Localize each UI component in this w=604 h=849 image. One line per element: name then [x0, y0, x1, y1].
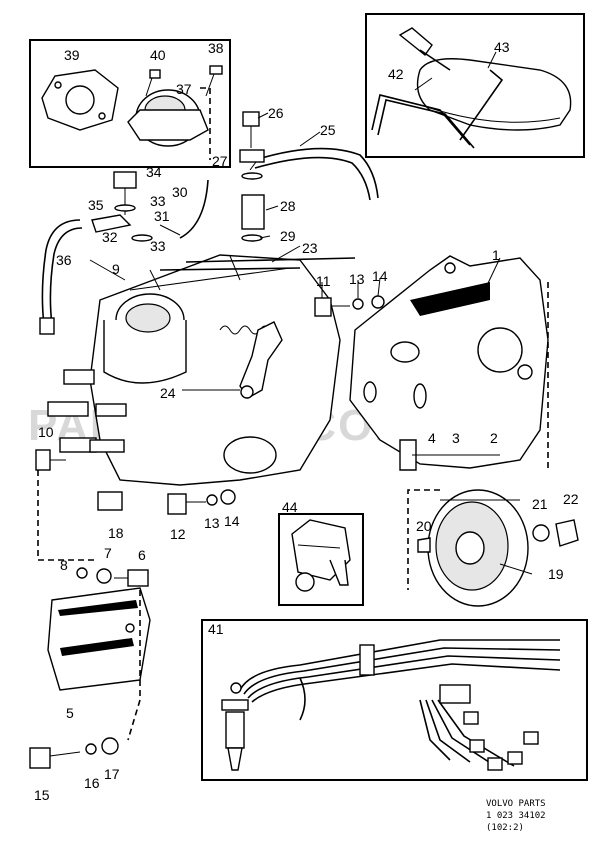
injection-pump	[47, 254, 341, 486]
callout-33-top: 33	[150, 193, 166, 209]
callout-33-bottom: 33	[150, 238, 166, 254]
callout-8: 8	[60, 557, 68, 573]
callout-32: 32	[102, 229, 118, 245]
callout-7: 7	[104, 545, 112, 561]
timing-pulley	[407, 454, 579, 607]
ref-line-2: 1 023 34102	[486, 811, 546, 821]
callout-41: 41	[208, 621, 224, 637]
callout-1: 1	[492, 247, 500, 263]
callout-15: 15	[34, 787, 50, 803]
callout-labels: 1 2 3 4 5 6 7 8 9 10 11 12 13 13 14 14 1…	[34, 39, 579, 803]
callout-23: 23	[302, 240, 318, 256]
callout-43: 43	[494, 39, 510, 55]
callout-27: 27	[212, 153, 228, 169]
callout-29: 29	[280, 228, 296, 244]
callout-18: 18	[108, 525, 124, 541]
inset-box-44	[278, 513, 364, 606]
callout-42: 42	[388, 66, 404, 82]
callout-4: 4	[428, 430, 436, 446]
callout-11: 11	[316, 273, 331, 289]
callout-38: 38	[208, 40, 224, 56]
callout-28: 28	[280, 198, 296, 214]
callout-34: 34	[146, 164, 162, 180]
mounting-bracket	[349, 255, 549, 471]
callout-13-bottom: 13	[204, 515, 220, 531]
reference-block: VOLVO PARTS 1 023 34102 (102:2)	[486, 799, 546, 833]
callout-24: 24	[160, 385, 176, 401]
ref-line-3: (102:2)	[486, 823, 524, 833]
callout-17: 17	[104, 766, 120, 782]
callout-31: 31	[154, 208, 170, 224]
inset-box-41	[201, 619, 588, 781]
callout-44: 44	[282, 499, 298, 515]
callout-16: 16	[84, 775, 100, 791]
callout-14-bottom: 14	[224, 513, 240, 529]
callout-20: 20	[416, 518, 432, 534]
callout-6: 6	[138, 547, 146, 563]
callout-5: 5	[66, 705, 74, 721]
callout-12: 12	[170, 526, 186, 542]
ref-line-1: VOLVO PARTS	[486, 799, 546, 809]
callout-25: 25	[320, 122, 336, 138]
callout-30: 30	[172, 184, 188, 200]
lower-left-parts	[29, 449, 236, 769]
callout-37: 37	[176, 81, 192, 97]
callout-2: 2	[490, 430, 498, 446]
callout-35: 35	[88, 197, 104, 213]
callout-3: 3	[452, 430, 460, 446]
callout-26: 26	[268, 105, 284, 121]
inset-box-37-40	[29, 39, 231, 168]
callout-13-top: 13	[349, 271, 365, 287]
callout-14-top: 14	[372, 268, 388, 284]
callout-40: 40	[150, 47, 166, 63]
callout-10: 10	[38, 424, 54, 440]
callout-19: 19	[548, 566, 564, 582]
callout-39: 39	[64, 47, 80, 63]
callout-22: 22	[563, 491, 579, 507]
inset-box-42-43	[365, 13, 585, 158]
fuel-lines	[39, 111, 385, 335]
leader-lines	[89, 51, 533, 575]
callout-36: 36	[56, 252, 72, 268]
callout-21: 21	[532, 496, 548, 512]
callout-9: 9	[112, 261, 120, 277]
